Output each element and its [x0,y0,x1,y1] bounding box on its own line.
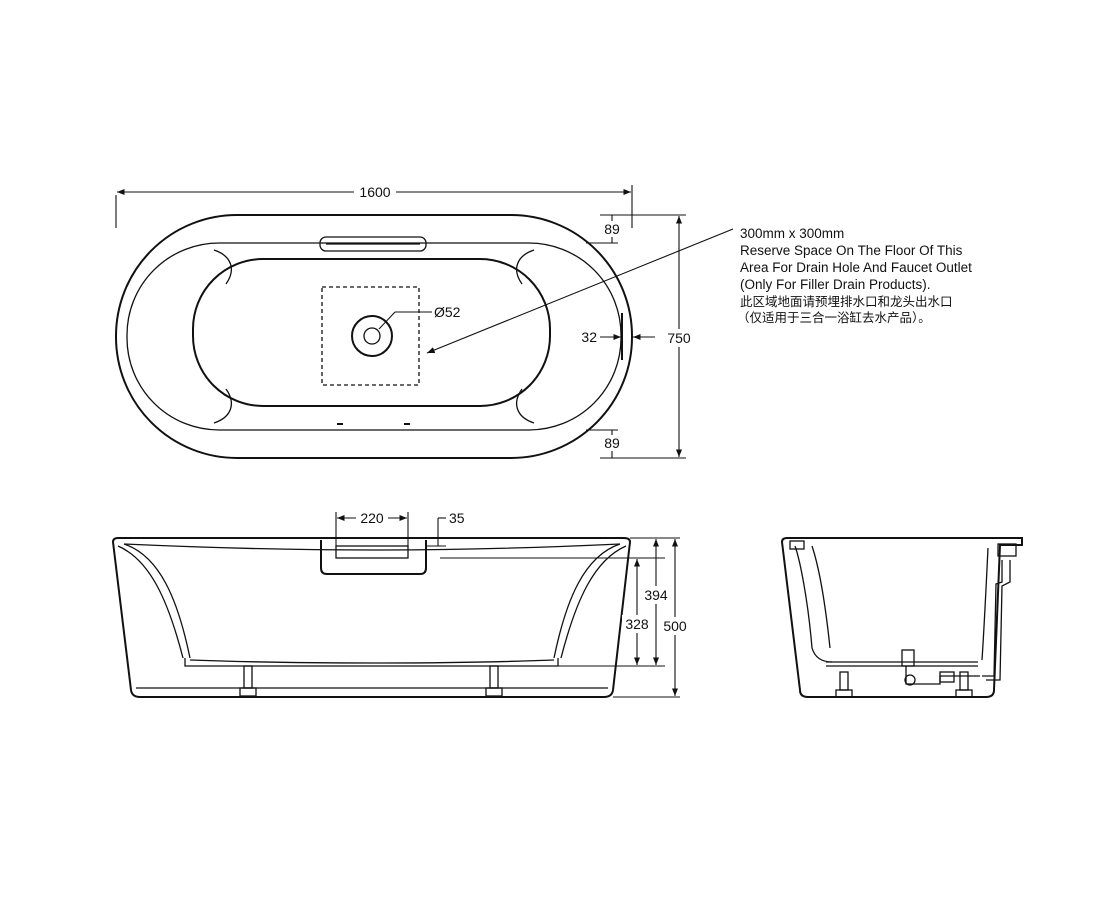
dim-rim-top-label: 89 [604,221,620,237]
dim-inner-height-label: 394 [644,587,668,603]
side-drain-pipe [905,666,980,685]
floor-reserve-note: 300mm x 300mm Reserve Space On The Floor… [737,226,972,325]
front-basin-floor [184,658,559,667]
side-filler-head [997,543,1017,557]
front-inner-wall [123,543,191,659]
front-headrest [320,540,427,575]
note-line: Reserve Space On The Floor Of This [740,243,963,258]
side-view [780,537,1023,698]
side-outer-shell [780,537,1023,698]
front-foot-right-base [485,687,503,697]
side-foot-right-base [955,689,973,698]
dim-length-label: 1600 [359,184,390,200]
drain-diameter-label: Ø52 [434,304,461,320]
dim-rim-bottom-label: 89 [604,435,620,451]
front-outer-shell [111,537,632,698]
tub-outer-outline [115,214,633,459]
side-drain-fitting [939,671,955,683]
side-foot-left-base [835,689,853,698]
note-line: 300mm x 300mm [740,226,844,241]
tub-rim-outline [126,242,622,431]
side-foot-right [959,671,969,691]
front-foot-right [489,665,499,689]
note-line: (Only For Filler Drain Products). [740,277,931,292]
front-inner-wall [560,545,627,659]
note-line-cn: 此区域地面请预埋排水口和龙头出水口 [740,294,953,309]
note-line: Area For Drain Hole And Faucet Outlet [740,260,972,275]
front-basin-floor-curve [189,659,555,664]
front-inner-wall [117,545,184,659]
side-filler-pipe [986,560,1011,681]
side-drain-body [901,649,915,667]
plan-corner-arc [213,249,232,285]
dim-width-label: 750 [667,330,691,346]
side-filler-pipe [982,560,1003,677]
side-foot-left [839,671,849,691]
dim-rim-side-label: 32 [581,329,597,345]
plan-headrest [319,236,427,252]
side-rim-detail [789,540,805,550]
front-rim-line [123,543,621,551]
plan-corner-arc [516,388,535,424]
dim-offset-label: 35 [449,510,465,526]
plan-corner-arc [516,249,535,285]
side-inner-wall [794,545,833,663]
dim-overall-height-label: 500 [663,618,687,634]
plan-view: Ø52 1600 750 89 89 32 [115,184,734,459]
front-foot-left-base [239,687,257,697]
dim-headrest-width-label: 220 [360,510,384,526]
drain-outer-circle [351,315,393,357]
front-view: 220 35 394 328 500 [111,510,690,698]
drain-inner-circle [363,327,381,345]
drain-leader [378,311,396,330]
side-inner-wall [981,547,989,661]
note-line-cn: （仅适用于三合一浴缸去水产品）。 [737,310,931,325]
front-headrest-slot [335,545,409,559]
dim-drain-height-label: 328 [625,616,649,632]
front-inner-wall [553,543,621,659]
tub-basin-outline [192,258,551,407]
front-foot-left [243,665,253,689]
drain-reserve-area [321,286,420,386]
plan-corner-arc [213,388,232,424]
side-drain-trap [904,674,916,686]
side-inner-wall [811,545,831,649]
